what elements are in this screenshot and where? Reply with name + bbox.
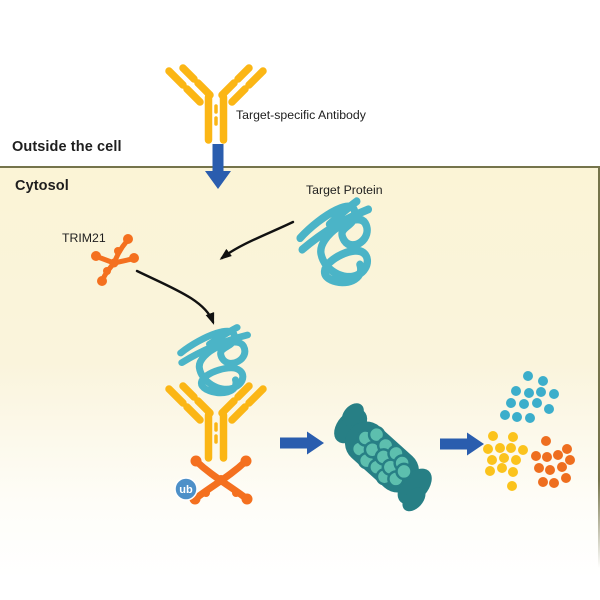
peptide-dot bbox=[519, 399, 529, 409]
cytosol-label: Cytosol bbox=[15, 178, 69, 194]
ubiquitin-badge: ub bbox=[174, 477, 198, 501]
antibody-label: Target-specific Antibody bbox=[236, 108, 366, 122]
peptide-dot bbox=[487, 455, 497, 465]
peptide-dot bbox=[511, 455, 521, 465]
trim21-icon bbox=[91, 234, 139, 286]
outside-cell-label: Outside the cell bbox=[12, 139, 122, 155]
target-protein-icon bbox=[300, 201, 368, 282]
peptide-dot bbox=[506, 443, 516, 453]
flow-arrows bbox=[205, 144, 484, 456]
peptide-dot bbox=[506, 398, 516, 408]
peptide-dot bbox=[500, 410, 510, 420]
complex-antibody-icon bbox=[169, 386, 263, 458]
peptide-dot bbox=[507, 481, 517, 491]
peptide-dot bbox=[549, 478, 559, 488]
antibody-icon bbox=[169, 68, 263, 140]
peptide-dot bbox=[497, 463, 507, 473]
peptide-dot bbox=[538, 376, 548, 386]
peptide-dot bbox=[508, 467, 518, 477]
ubiquitin-circle-icon bbox=[174, 477, 198, 501]
peptide-dot bbox=[562, 444, 572, 454]
peptide-dot bbox=[557, 462, 567, 472]
trim21-label: TRIM21 bbox=[62, 231, 106, 245]
peptide-dot bbox=[495, 443, 505, 453]
peptide-dot bbox=[488, 431, 498, 441]
peptide-dot bbox=[499, 453, 509, 463]
complex-trim21-icon bbox=[189, 455, 253, 505]
peptide-dots bbox=[483, 371, 575, 491]
peptide-dot bbox=[524, 388, 534, 398]
peptide-dot bbox=[542, 452, 552, 462]
curved-arrows bbox=[135, 220, 295, 325]
down-arrow-icon bbox=[205, 144, 231, 189]
trim21-antibody-complex: ub bbox=[169, 323, 263, 505]
peptide-dot bbox=[553, 450, 563, 460]
peptide-dot bbox=[534, 463, 544, 473]
target-protein-label: Target Protein bbox=[306, 183, 383, 197]
peptide-dot bbox=[538, 477, 548, 487]
peptide-dot bbox=[545, 465, 555, 475]
peptide-dot bbox=[523, 371, 533, 381]
peptide-dot bbox=[541, 436, 551, 446]
proteasome-subunits bbox=[350, 425, 413, 488]
peptide-dot bbox=[512, 412, 522, 422]
peptide-dot bbox=[508, 432, 518, 442]
right-arrow-2-icon bbox=[440, 432, 484, 456]
peptide-dot bbox=[544, 404, 554, 414]
peptide-dot bbox=[532, 398, 542, 408]
cell-right-border bbox=[598, 168, 600, 568]
peptide-dot bbox=[549, 389, 559, 399]
peptide-dot bbox=[485, 466, 495, 476]
peptide-dot bbox=[511, 386, 521, 396]
peptide-dot bbox=[565, 455, 575, 465]
curved-arrow-trim21 bbox=[135, 269, 215, 325]
proteasome-icon bbox=[334, 403, 432, 512]
peptide-dot bbox=[536, 387, 546, 397]
peptide-dot bbox=[531, 451, 541, 461]
complex-target-protein-icon bbox=[177, 323, 248, 395]
ubiquitin-label: ub bbox=[179, 484, 193, 496]
peptide-dot bbox=[525, 413, 535, 423]
right-arrow-1-icon bbox=[280, 431, 324, 455]
peptide-dot bbox=[518, 445, 528, 455]
cell-membrane-line bbox=[0, 166, 600, 168]
curved-arrow-target-protein bbox=[219, 220, 295, 260]
peptide-dot bbox=[561, 473, 571, 483]
peptide-dot bbox=[483, 444, 493, 454]
